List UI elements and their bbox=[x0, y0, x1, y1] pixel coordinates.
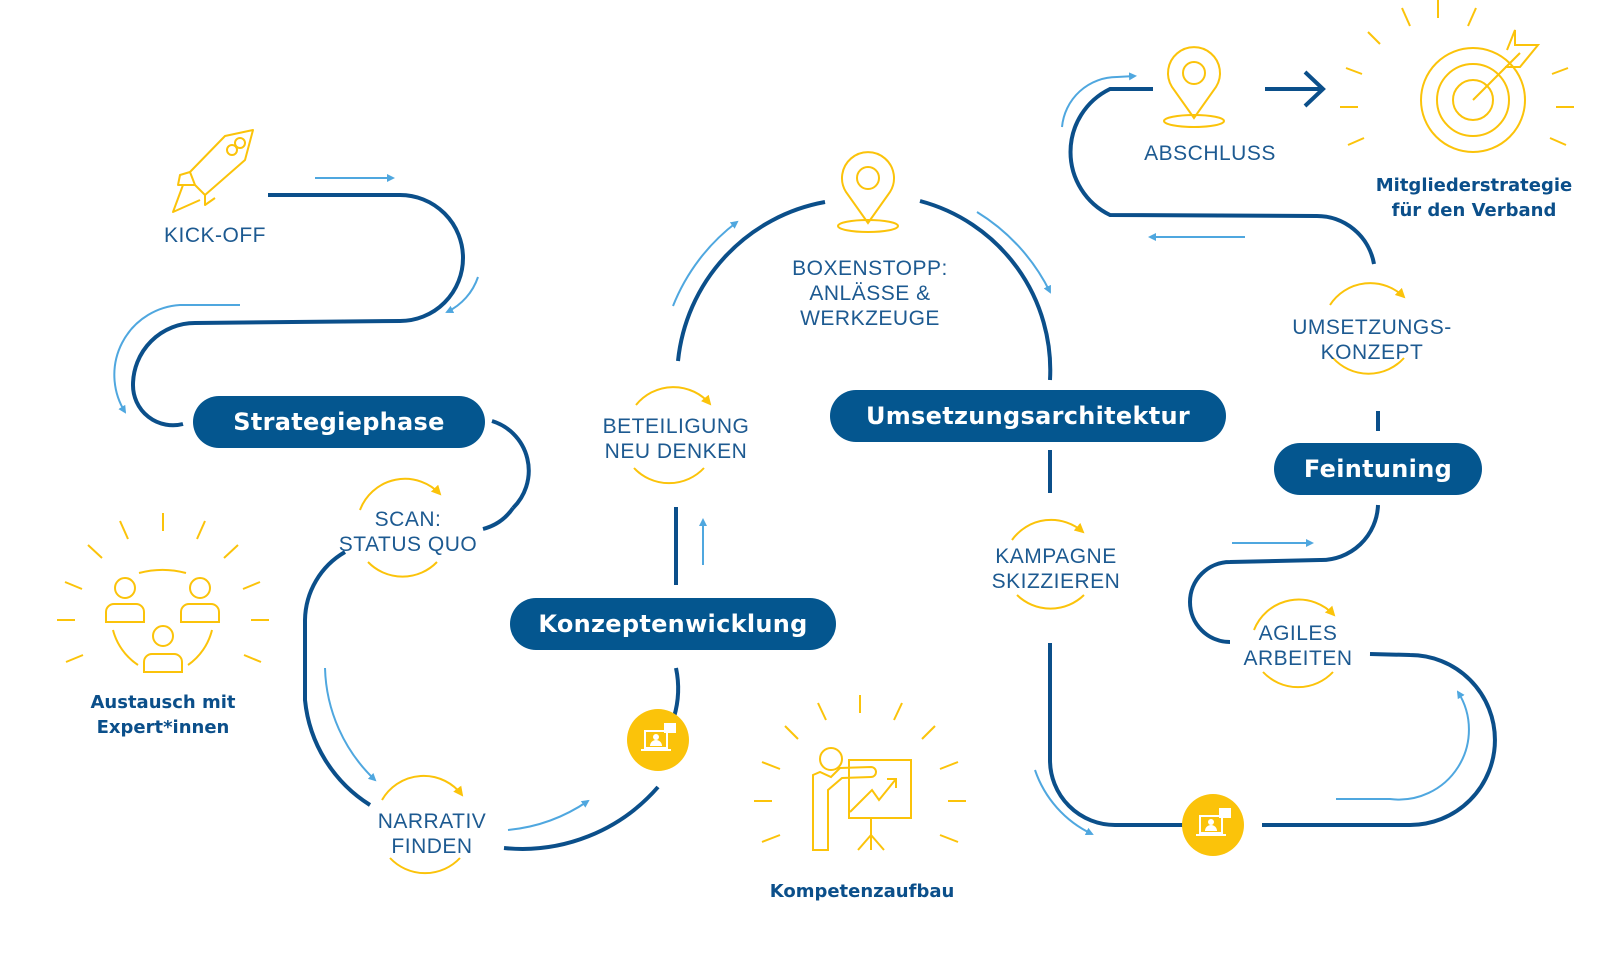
path-segment bbox=[672, 667, 681, 718]
step-label: SCAN: bbox=[374, 508, 442, 531]
step-label: ANLÄSSE & bbox=[809, 282, 931, 305]
step-umsetzungskonzept: UMSETZUNGS- KONZEPT bbox=[1292, 315, 1452, 365]
direction-arrow bbox=[1336, 690, 1470, 801]
step-abschluss: ABSCHLUSS bbox=[1144, 141, 1276, 166]
cycle-icon bbox=[633, 386, 712, 485]
step-beteiligung: BETEILIGUNG NEU DENKEN bbox=[603, 414, 750, 464]
path-segment bbox=[130, 193, 466, 428]
step-label: BETEILIGUNG bbox=[602, 415, 750, 438]
target-icon bbox=[1340, 0, 1574, 153]
path-segment bbox=[676, 200, 826, 362]
phase-feintuning: Feintuning bbox=[1274, 443, 1482, 495]
phase-label: Umsetzungsarchitektur bbox=[865, 402, 1191, 430]
presenter-chart-icon bbox=[754, 695, 966, 851]
phase-strategiephase: Strategiephase bbox=[193, 396, 485, 448]
path-segment bbox=[482, 506, 515, 531]
cycle-icon bbox=[1011, 518, 1085, 610]
path-segment bbox=[303, 550, 372, 807]
direction-arrow bbox=[976, 211, 1051, 294]
cycle-icon bbox=[359, 477, 442, 578]
step-agiles: AGILES ARBEITEN bbox=[1243, 621, 1352, 671]
path-segment bbox=[1262, 652, 1497, 827]
step-label: UMSETZUNGS- bbox=[1292, 316, 1452, 339]
path-segment bbox=[491, 419, 531, 510]
rocket-icon bbox=[172, 129, 254, 213]
step-kampagne: KAMPAGNE SKIZZIEREN bbox=[992, 544, 1121, 594]
people-group-icon bbox=[57, 513, 269, 673]
highlight-ziel: Mitgliederstrategie für den Verband bbox=[1376, 173, 1573, 223]
map-pin-icon bbox=[837, 151, 899, 233]
cycle-icon bbox=[1253, 598, 1336, 689]
phase-umsetzungsarchitektur: Umsetzungsarchitektur bbox=[830, 390, 1226, 442]
path-segment bbox=[919, 199, 1053, 381]
cycle-icon bbox=[381, 774, 464, 875]
step-label: KICK-OFF bbox=[164, 224, 266, 247]
direction-arrow bbox=[324, 667, 377, 782]
step-label: WERKZEUGE bbox=[800, 307, 940, 330]
step-label: KAMPAGNE bbox=[995, 545, 1117, 568]
highlight-label: Austausch mit bbox=[90, 692, 236, 713]
map-pin-icon bbox=[1163, 46, 1225, 128]
step-label: AGILES bbox=[1258, 622, 1338, 645]
phase-label: Strategiephase bbox=[233, 408, 445, 436]
direction-arrow bbox=[113, 304, 240, 414]
arrow-head bbox=[1303, 70, 1326, 108]
step-scan: SCAN: STATUS QUO bbox=[339, 507, 477, 557]
path-segment bbox=[1048, 643, 1184, 827]
video-call-icon bbox=[627, 709, 689, 771]
highlight-label: Expert*innen bbox=[96, 717, 230, 738]
video-call-icon bbox=[1182, 794, 1244, 856]
cycle-icon bbox=[1329, 282, 1406, 375]
step-label: BOXENSTOPP: bbox=[792, 257, 948, 280]
phase-label: Konzeptenwicklung bbox=[538, 610, 808, 638]
direction-arrow bbox=[1034, 769, 1094, 836]
path-segment bbox=[503, 785, 660, 851]
step-label: ARBEITEN bbox=[1243, 647, 1353, 670]
step-narrativ: NARRATIV FINDEN bbox=[378, 809, 487, 859]
step-boxenstopp: BOXENSTOPP: ANLÄSSE & WERKZEUGE bbox=[792, 256, 948, 331]
step-kickoff: KICK-OFF bbox=[164, 223, 266, 248]
step-label: SKIZZIEREN bbox=[991, 570, 1121, 593]
path-segment bbox=[1187, 504, 1380, 644]
path-segment bbox=[1068, 87, 1376, 265]
step-label: NEU DENKEN bbox=[604, 440, 748, 463]
step-label: KONZEPT bbox=[1320, 341, 1424, 364]
step-label: STATUS QUO bbox=[338, 533, 478, 556]
highlight-kompetenz: Kompetenzaufbau bbox=[770, 879, 955, 904]
direction-arrow bbox=[445, 276, 479, 314]
step-label: FINDEN bbox=[391, 835, 473, 858]
direction-arrow bbox=[1061, 72, 1137, 128]
direction-arrow bbox=[672, 220, 739, 307]
direction-arrow bbox=[507, 799, 590, 831]
step-label: ABSCHLUSS bbox=[1144, 142, 1276, 165]
highlight-label: Kompetenzaufbau bbox=[769, 881, 955, 902]
step-label: NARRATIV bbox=[377, 810, 487, 833]
phase-konzeptenwicklung: Konzeptenwicklung bbox=[510, 598, 836, 650]
highlight-austausch: Austausch mit Expert*innen bbox=[90, 690, 235, 740]
highlight-label: Mitgliederstrategie bbox=[1375, 175, 1573, 196]
highlight-label: für den Verband bbox=[1391, 200, 1557, 221]
phase-label: Feintuning bbox=[1303, 455, 1453, 483]
